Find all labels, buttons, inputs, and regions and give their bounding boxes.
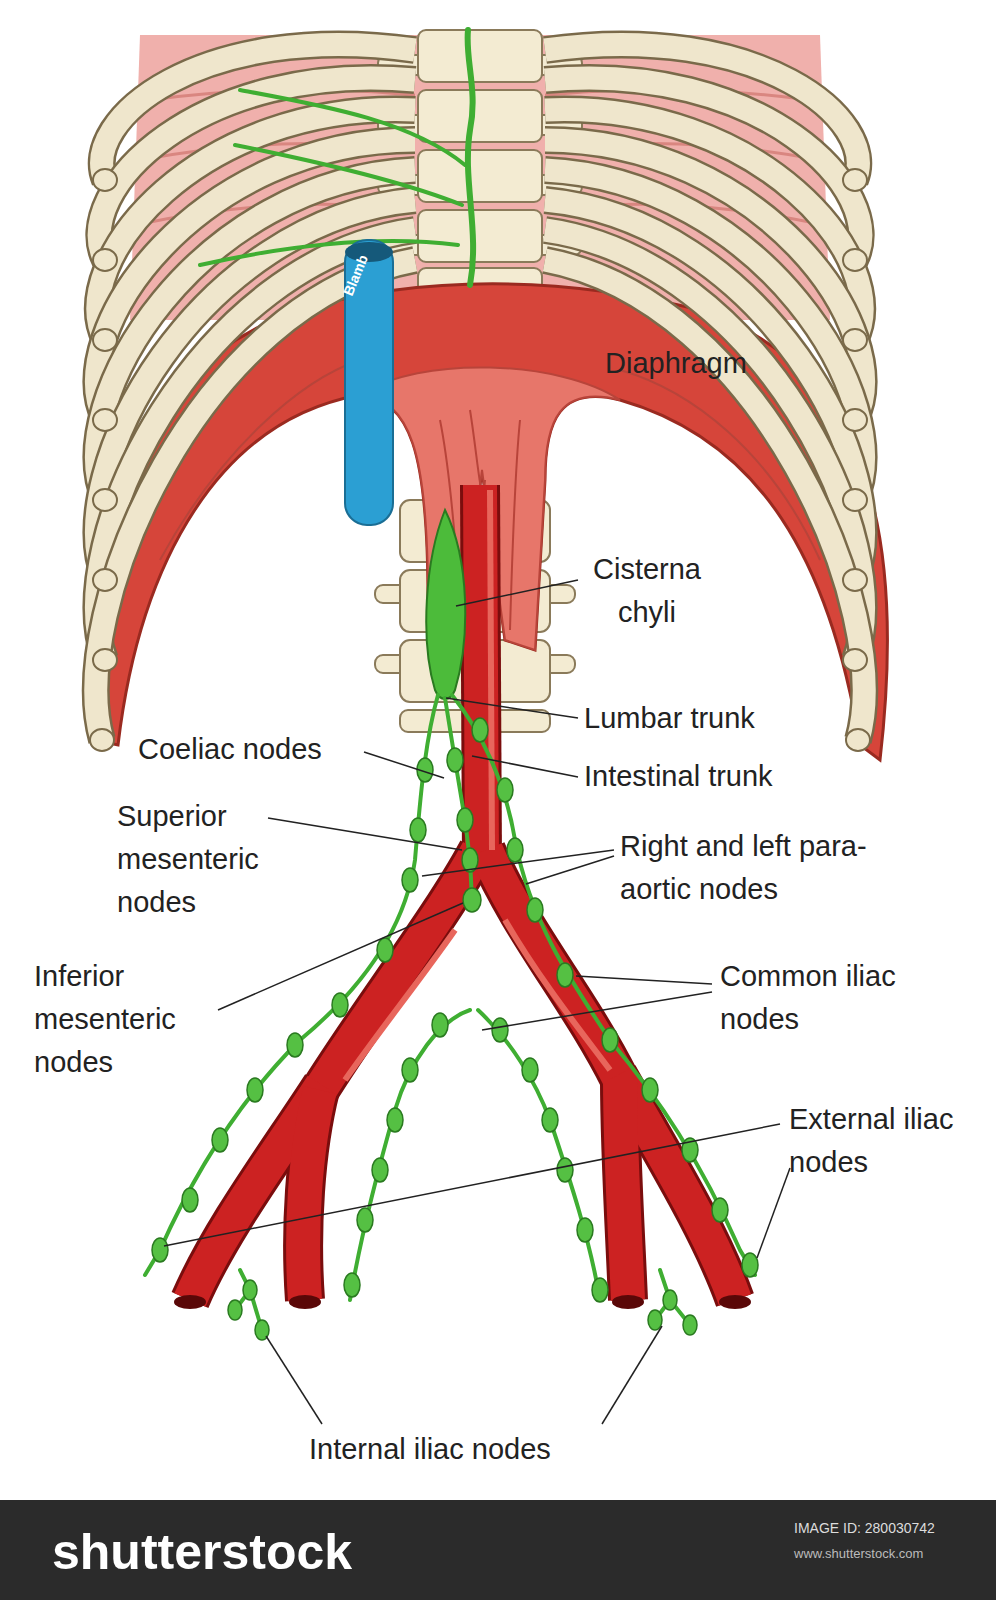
part-label: Inferior mesenteric nodes (34, 955, 209, 1084)
image-id: IMAGE ID: 280030742 (794, 1520, 935, 1537)
part-label: Superior mesenteric nodes (117, 795, 292, 924)
part-label: External iliac nodes (789, 1098, 984, 1184)
part-label: Cisterna chyli (582, 548, 712, 634)
part-label: Internal iliac nodes (309, 1428, 551, 1471)
part-label: Coeliac nodes (138, 728, 322, 771)
watermark-logo: shutterstock (52, 1515, 352, 1589)
part-label: Common iliac nodes (720, 955, 950, 1041)
part-label: Right and left para-aortic nodes (620, 825, 920, 911)
part-label: Lumbar trunk (584, 697, 755, 740)
leader-lines (164, 580, 790, 1424)
part-label: Intestinal trunk (584, 755, 773, 798)
part-label: Diaphragm (605, 342, 747, 385)
watermark-url: www.shutterstock.com (794, 1546, 923, 1562)
